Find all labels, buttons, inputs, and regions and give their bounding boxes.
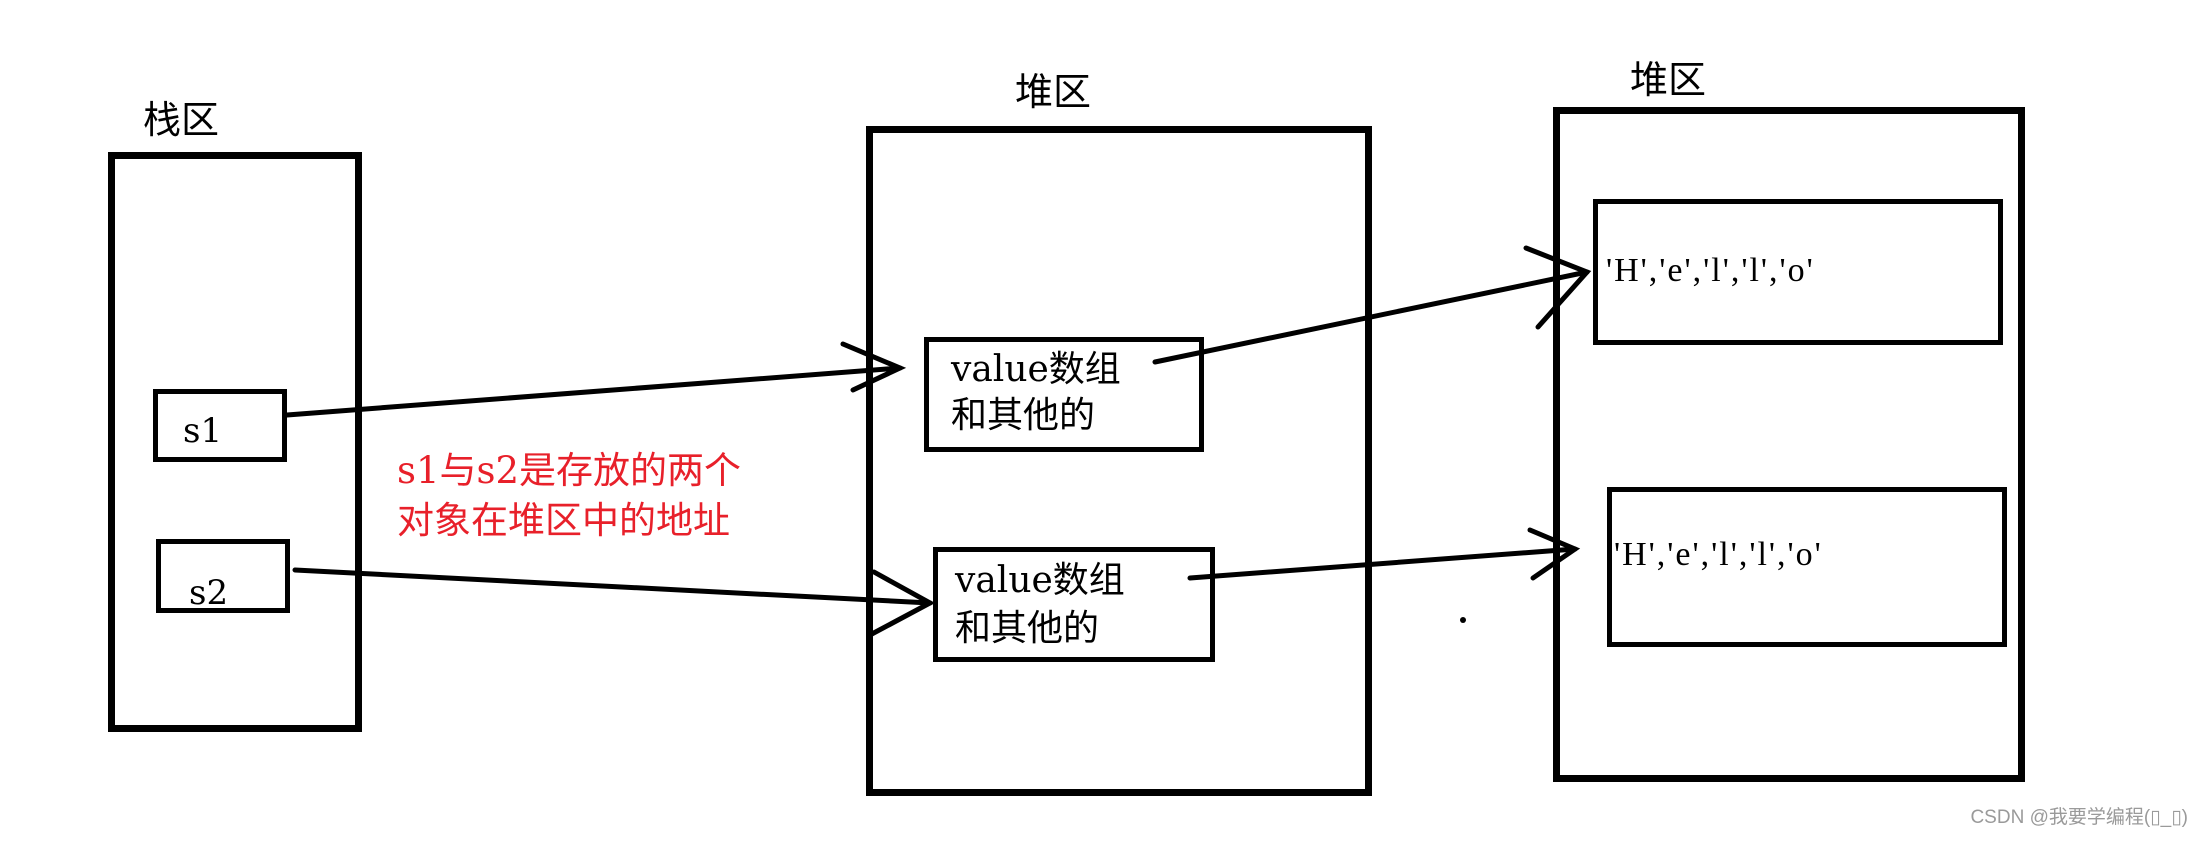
- stack-region: [108, 152, 362, 732]
- arrow-object2-to-array2: [1187, 527, 1581, 581]
- heap-arrays-title: 堆区: [1630, 58, 1707, 102]
- stack-var-label: s1: [183, 411, 223, 451]
- heap-object-2: value数组 和其他的: [933, 547, 1215, 662]
- stack-var-label: s2: [189, 573, 229, 613]
- watermark: CSDN @我要学编程(▯_▯): [1970, 807, 2188, 828]
- stack-title: 栈区: [143, 98, 220, 142]
- stray-dot: [1460, 617, 1466, 623]
- heap-object-line1: value数组: [955, 560, 1125, 601]
- arrow-s1-to-object1: [284, 341, 907, 418]
- arrow-s2-to-object2: [292, 567, 936, 638]
- heap-object-line1: value数组: [951, 349, 1121, 390]
- address-note-line1: s1与s2是存放的两个: [397, 449, 742, 492]
- heap-object-line2: 和其他的: [951, 395, 1096, 436]
- heap-object-1: value数组 和其他的: [924, 337, 1204, 452]
- heap-array-content: 'H','e','l','l','o': [1606, 252, 1815, 289]
- heap-array-1: 'H','e','l','l','o': [1593, 199, 2003, 345]
- address-note-line2: 对象在堆区中的地址: [397, 499, 730, 542]
- heap-objects-title: 堆区: [1015, 70, 1092, 114]
- arrow-object1-to-array1: [1152, 245, 1592, 365]
- heap-arrays-region: [1553, 107, 2025, 782]
- address-note: s1与s2是存放的两个 对象在堆区中的地址: [397, 446, 741, 546]
- heap-array-2: 'H','e','l','l','o': [1607, 487, 2007, 647]
- heap-object-line2: 和其他的: [955, 608, 1100, 649]
- stack-var-s2: s2: [156, 539, 290, 613]
- heap-objects-region: [866, 126, 1372, 796]
- stack-var-s1: s1: [153, 389, 287, 462]
- heap-array-content: 'H','e','l','l','o': [1614, 536, 1823, 573]
